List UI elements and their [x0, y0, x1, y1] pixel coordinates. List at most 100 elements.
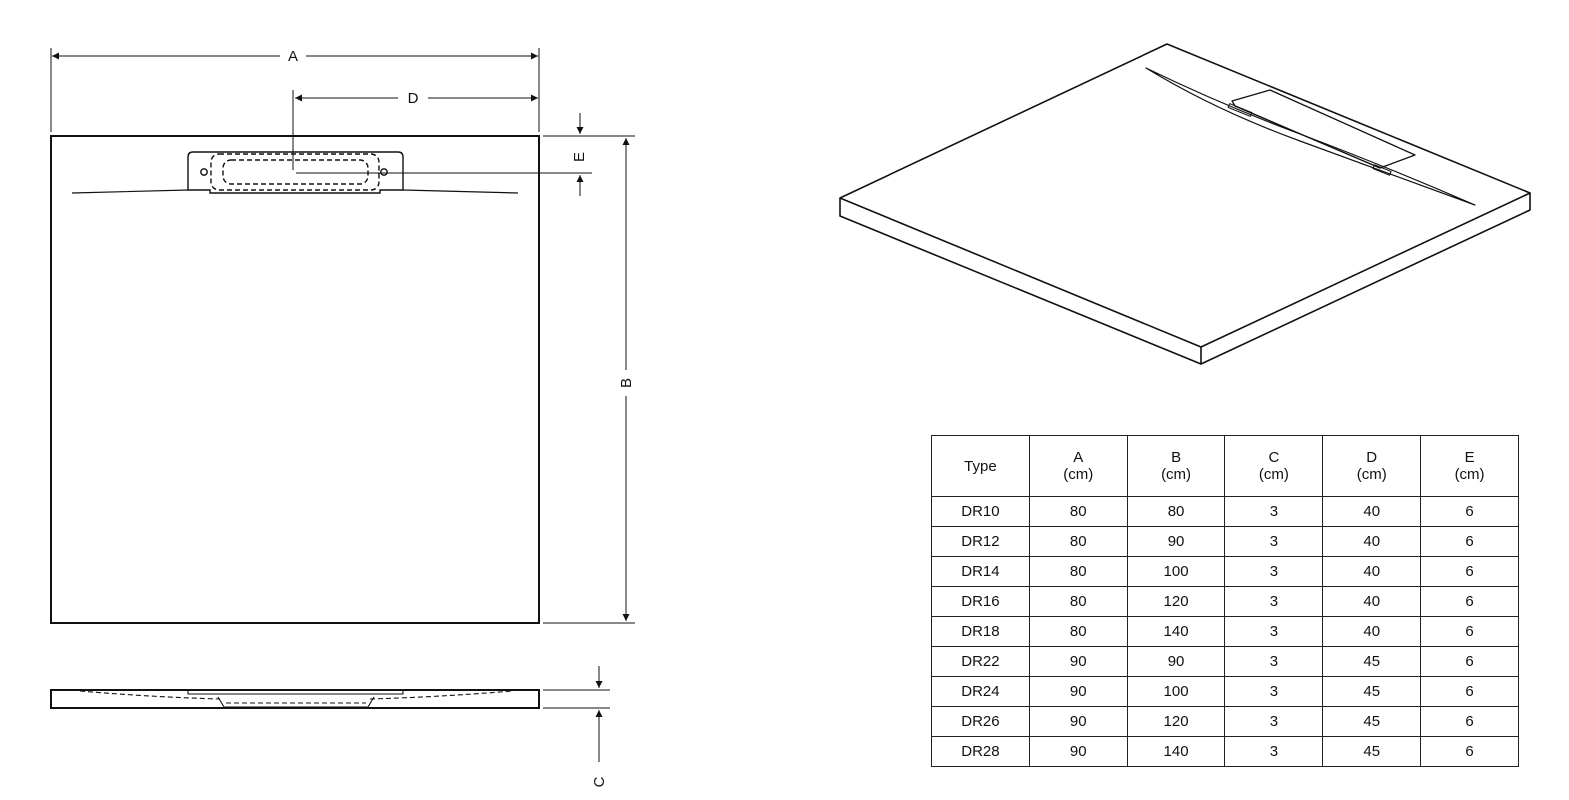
cell-c: 3: [1224, 706, 1324, 737]
cell-type: DR18: [931, 616, 1030, 647]
header-d: D(cm): [1322, 435, 1422, 497]
drain-grate-inner: [222, 159, 369, 185]
drain-grate-outer: [210, 153, 380, 191]
table-header-row: Type A(cm) B(cm) C(cm) D(cm) E(cm): [931, 435, 1519, 497]
dimension-a: [50, 48, 540, 132]
cell-a: 90: [1028, 646, 1128, 677]
dimension-c: [543, 666, 610, 762]
cell-b: 90: [1126, 526, 1226, 557]
side-slope-dashed: [79, 690, 513, 700]
cell-type: DR26: [931, 706, 1030, 737]
iso-drain-clip-right: [1372, 164, 1392, 176]
cell-b: 80: [1126, 496, 1226, 527]
cell-d: 40: [1322, 496, 1422, 527]
header-a: A(cm): [1028, 435, 1128, 497]
cell-type: DR16: [931, 586, 1030, 617]
cell-e: 6: [1420, 676, 1519, 707]
label-a: A: [288, 48, 298, 65]
cell-b: 120: [1126, 706, 1226, 737]
cell-b: 100: [1126, 556, 1226, 587]
header-e: E(cm): [1420, 435, 1519, 497]
iso-drain-cover: [1231, 89, 1416, 169]
iso-drain-channel: [1145, 67, 1476, 206]
label-c: C: [591, 776, 608, 787]
cell-type: DR28: [931, 736, 1030, 767]
label-e: E: [571, 152, 588, 162]
cell-c: 3: [1224, 556, 1324, 587]
iso-side-edge: [1200, 193, 1531, 365]
drain-housing: [187, 151, 404, 194]
tray-outline: [50, 135, 540, 624]
cell-a: 80: [1028, 556, 1128, 587]
drain-slope-line: [71, 189, 519, 194]
header-b: B(cm): [1126, 435, 1226, 497]
cell-e: 6: [1420, 496, 1519, 527]
cell-a: 90: [1028, 736, 1128, 767]
drain-screw-left: [200, 168, 208, 176]
cell-d: 40: [1322, 586, 1422, 617]
cell-a: 80: [1028, 616, 1128, 647]
dimension-d: [292, 90, 538, 170]
cell-c: 3: [1224, 526, 1324, 557]
cell-type: DR22: [931, 646, 1030, 677]
header-c: C(cm): [1224, 435, 1324, 497]
dimension-b: [543, 138, 635, 624]
side-drain-profile: [187, 690, 404, 695]
iso-drain-clip-left: [1227, 103, 1253, 117]
dimension-e: [296, 113, 635, 196]
cell-type: DR10: [931, 496, 1030, 527]
cell-d: 45: [1322, 736, 1422, 767]
drain-screw-right: [380, 168, 388, 176]
cell-c: 3: [1224, 676, 1324, 707]
cell-e: 6: [1420, 706, 1519, 737]
cell-type: DR14: [931, 556, 1030, 587]
header-type: Type: [931, 435, 1030, 497]
cell-a: 80: [1028, 526, 1128, 557]
cell-e: 6: [1420, 646, 1519, 677]
cell-b: 90: [1126, 646, 1226, 677]
label-b: B: [618, 378, 635, 388]
cell-c: 3: [1224, 736, 1324, 767]
cell-e: 6: [1420, 586, 1519, 617]
top-view: [50, 135, 540, 624]
cell-c: 3: [1224, 646, 1324, 677]
cell-d: 40: [1322, 556, 1422, 587]
cell-d: 45: [1322, 706, 1422, 737]
cell-e: 6: [1420, 556, 1519, 587]
cell-b: 140: [1126, 616, 1226, 647]
side-drain-body: [217, 696, 375, 708]
side-view: [50, 689, 540, 709]
iso-front-edge: [839, 198, 1202, 365]
cell-b: 140: [1126, 736, 1226, 767]
cell-b: 120: [1126, 586, 1226, 617]
cell-e: 6: [1420, 616, 1519, 647]
cell-type: DR12: [931, 526, 1030, 557]
cell-a: 90: [1028, 706, 1128, 737]
cell-e: 6: [1420, 736, 1519, 767]
cell-d: 45: [1322, 646, 1422, 677]
cell-a: 80: [1028, 586, 1128, 617]
isometric-view: [839, 43, 1531, 365]
cell-a: 80: [1028, 496, 1128, 527]
cell-c: 3: [1224, 496, 1324, 527]
cell-d: 40: [1322, 526, 1422, 557]
iso-top-face: [839, 43, 1531, 348]
cell-c: 3: [1224, 616, 1324, 647]
cell-a: 90: [1028, 676, 1128, 707]
cell-c: 3: [1224, 586, 1324, 617]
cell-e: 6: [1420, 526, 1519, 557]
cell-b: 100: [1126, 676, 1226, 707]
cell-type: DR24: [931, 676, 1030, 707]
